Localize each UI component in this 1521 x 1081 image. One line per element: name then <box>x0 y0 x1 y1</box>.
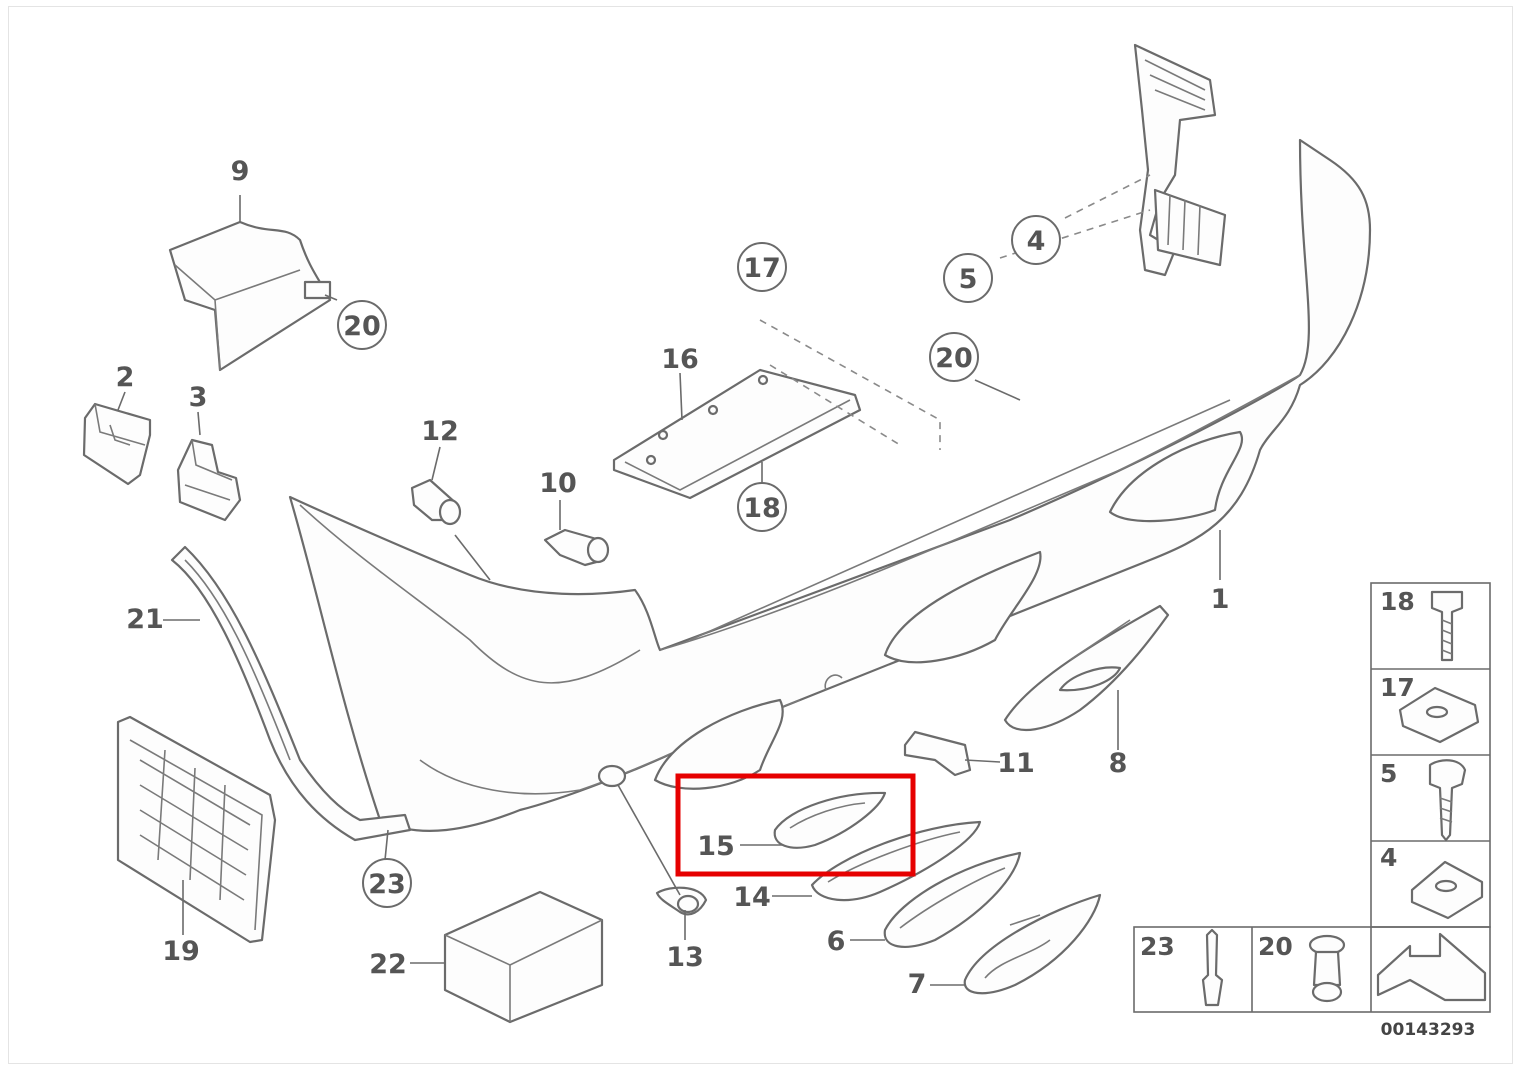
callout-5: 5 <box>959 264 978 295</box>
legend-5: 5 <box>1380 759 1397 788</box>
label-16: 16 <box>661 344 699 375</box>
label-8: 8 <box>1109 748 1128 779</box>
diagram-frame <box>8 6 1513 1064</box>
label-14: 14 <box>733 882 771 913</box>
callout-23: 23 <box>368 869 406 900</box>
legend-4: 4 <box>1380 843 1397 872</box>
callout-20-mid: 20 <box>935 343 973 374</box>
fastener-legend-row: 23 20 <box>1133 926 1491 1013</box>
part-2-clip <box>82 402 152 486</box>
part-11-bracket <box>903 730 972 777</box>
label-10: 10 <box>539 468 577 499</box>
label-13: 13 <box>666 942 704 973</box>
callout-20-mid-circle <box>929 332 979 382</box>
part-9-bracket <box>168 220 332 372</box>
label-3: 3 <box>189 382 208 413</box>
part-3-clip <box>176 438 242 522</box>
callout-23-circle <box>362 858 412 908</box>
label-21: 21 <box>126 604 164 635</box>
callout-circles <box>337 215 1061 908</box>
part-labels: 9 2 3 12 10 16 1 21 11 8 15 14 6 7 13 22… <box>116 156 1230 1000</box>
part-21-trim-strip <box>170 545 412 842</box>
part-10-sensor <box>543 528 610 567</box>
direction-arrow-icon <box>1376 932 1487 1002</box>
part-19-grille <box>116 715 277 944</box>
label-6: 6 <box>827 926 846 957</box>
callout-4: 4 <box>1027 226 1046 257</box>
legend-17: 17 <box>1380 673 1415 702</box>
part-7-trim <box>963 893 1102 995</box>
diagram-reference-number: 00143293 <box>1381 1020 1476 1040</box>
part-13-cap <box>655 886 708 916</box>
callout-20-top: 20 <box>343 311 381 342</box>
part-12-sensor <box>410 478 462 526</box>
highlight-box <box>675 773 916 877</box>
part-8-trim <box>1003 604 1170 732</box>
label-9: 9 <box>231 156 250 187</box>
fastener-legend-column: 18 17 5 4 <box>1370 582 1491 928</box>
label-12: 12 <box>421 416 459 447</box>
rear-bumper-cover <box>288 43 1372 833</box>
legend-20: 20 <box>1258 932 1293 961</box>
label-2: 2 <box>116 362 135 393</box>
part-22-box <box>443 890 604 1024</box>
legend-23: 23 <box>1140 932 1175 961</box>
callout-5-circle <box>943 253 993 303</box>
label-1: 1 <box>1211 584 1230 615</box>
label-22: 22 <box>369 949 407 980</box>
part-16-plate <box>612 368 862 500</box>
label-11: 11 <box>997 748 1035 779</box>
callout-17: 17 <box>743 253 781 284</box>
legend-18: 18 <box>1380 587 1415 616</box>
screw-18-icon <box>1430 590 1464 662</box>
label-15: 15 <box>697 831 735 862</box>
callout-20-top-circle <box>337 300 387 350</box>
label-19: 19 <box>162 936 200 967</box>
callout-4-circle <box>1011 215 1061 265</box>
rivet-23-icon <box>1201 928 1224 1007</box>
part-6-trim <box>883 851 1022 948</box>
part-15-trim <box>773 791 887 849</box>
callout-18: 18 <box>743 493 781 524</box>
label-7: 7 <box>908 969 927 1000</box>
callout-17-circle <box>737 242 787 292</box>
callout-18-circle <box>737 482 787 532</box>
